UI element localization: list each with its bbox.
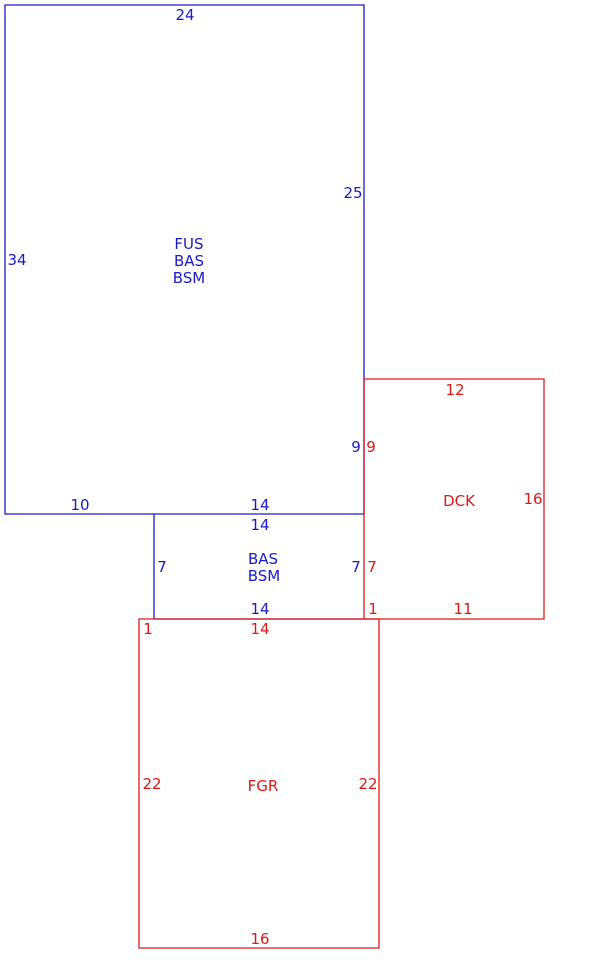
dim-main-right-lower: 9 [351,438,361,456]
annex-area-label-2: BSM [248,567,281,585]
dim-garage-bottom: 16 [250,930,269,948]
dim-main-top: 24 [175,6,194,24]
dim-main-bottom-left: 10 [70,496,89,514]
dim-garage-step: 1 [143,620,153,638]
deck-outline [363,378,545,620]
dim-main-right-upper: 25 [343,184,362,202]
garage-area-label: FGR [248,777,279,795]
main-area-label-2: BAS [174,252,204,270]
dim-garage-left: 22 [142,775,161,793]
dim-main-left: 34 [7,251,26,269]
main-area-label-3: BSM [173,269,206,287]
dim-annex-bottom: 14 [250,600,269,618]
deck-area-label: DCK [443,492,476,510]
dim-deck-bottom: 11 [453,600,472,618]
dim-deck-left-lower: 7 [367,558,377,576]
dim-annex-top: 14 [250,516,269,534]
main-area-label-1: FUS [174,235,203,253]
dim-garage-top: 14 [250,620,269,638]
dim-garage-right: 22 [358,775,377,793]
dim-deck-top: 12 [445,381,464,399]
dim-main-bottom-right: 14 [250,496,269,514]
annex-area-label-1: BAS [248,550,278,568]
dim-deck-left: 9 [366,438,376,456]
dim-annex-left: 7 [157,558,167,576]
dim-annex-right: 7 [351,558,361,576]
dim-deck-right: 16 [523,490,542,508]
dim-deck-step: 1 [368,600,378,618]
garage-outline [138,618,380,949]
